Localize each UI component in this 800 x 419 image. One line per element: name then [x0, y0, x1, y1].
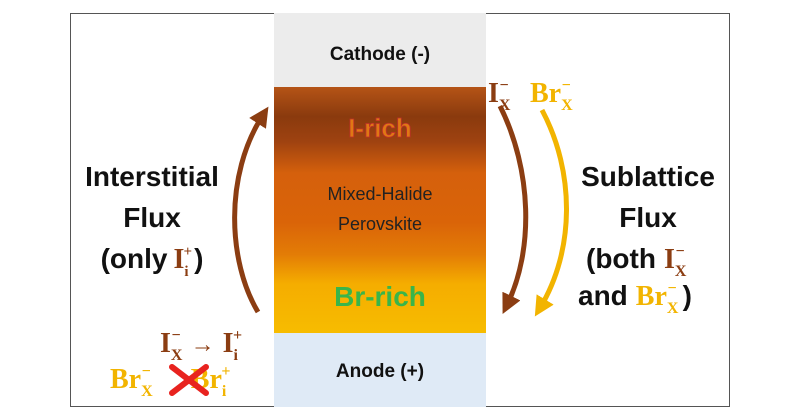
iodide-conversion: IX−→Ii+ [160, 327, 242, 364]
right-title-line2: Flux [619, 202, 677, 233]
anode-label: Anode (+) [336, 361, 424, 382]
right-title-line1: Sublattice [581, 161, 715, 192]
center-label-line2: Perovskite [338, 214, 422, 234]
forbidden-cross-icon [169, 364, 209, 396]
br-rich-label: Br-rich [334, 281, 426, 312]
left-title-line2: Flux [123, 202, 181, 233]
iodide-vacancy-label: IX− [488, 77, 511, 114]
left-title-line1: Interstitial [85, 161, 219, 192]
anode-layer [274, 333, 486, 407]
cathode-label: Cathode (-) [330, 44, 430, 65]
interstitial-flux-arrow [232, 106, 269, 314]
bromide-sublattice-arrow [534, 108, 569, 317]
i-rich-label: I-rich [348, 113, 412, 143]
iodide-sublattice-arrow [497, 104, 529, 314]
bromide-vacancy-label: BrX− [530, 77, 573, 114]
center-label-line1: Mixed-Halide [327, 184, 432, 204]
perovskite-layer [274, 87, 486, 333]
cathode-layer [274, 13, 486, 87]
